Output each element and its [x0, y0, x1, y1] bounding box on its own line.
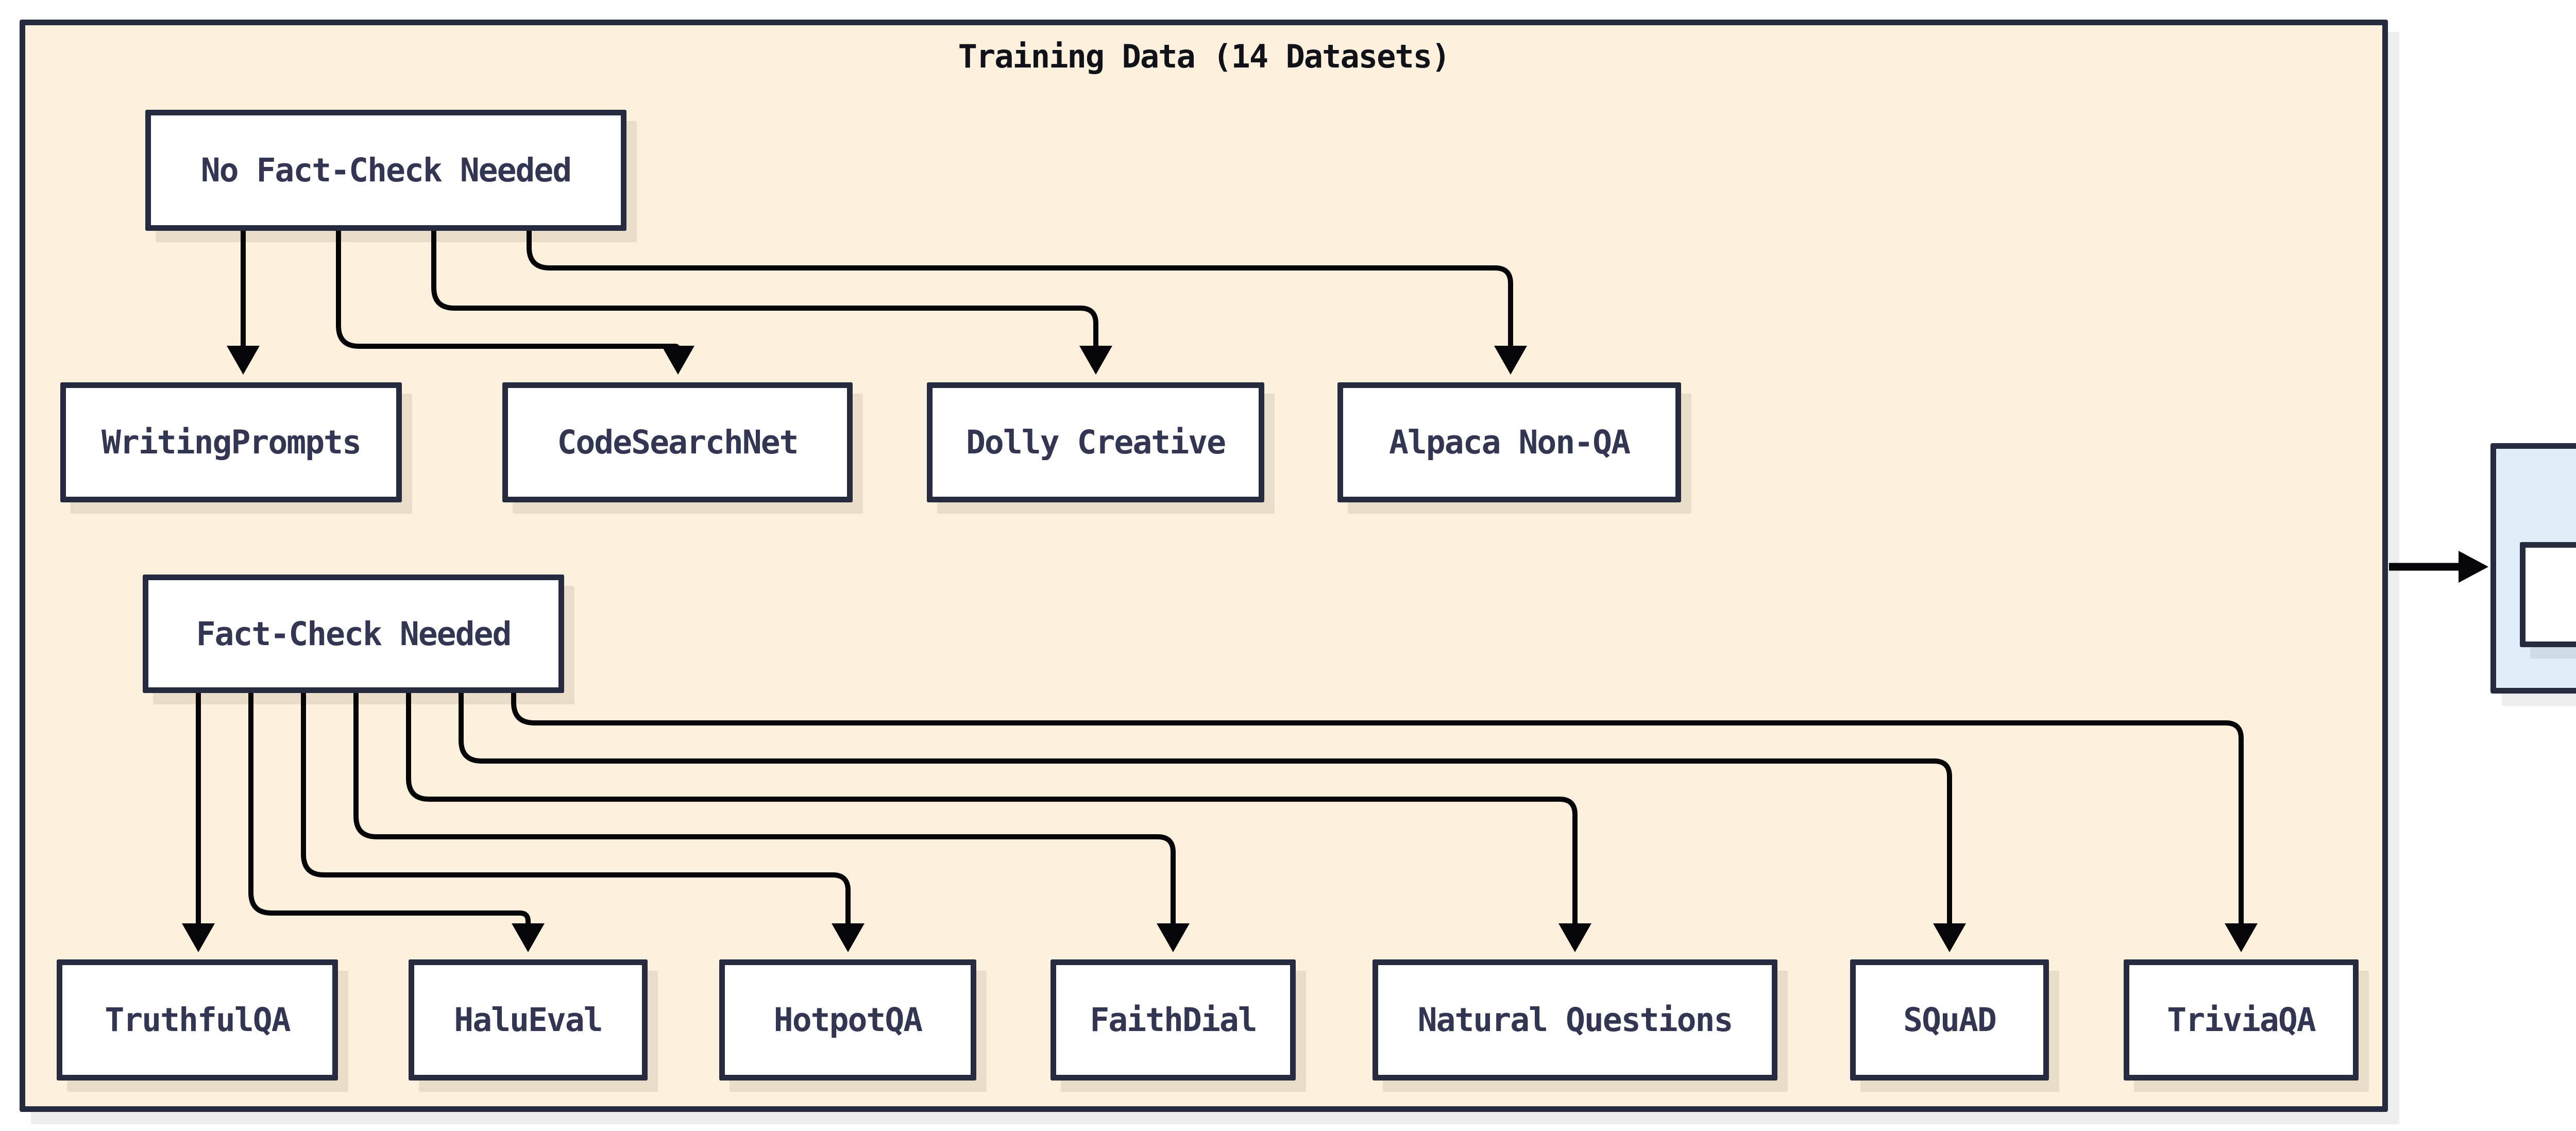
node-triviaqa: TriviaQA [2124, 959, 2359, 1081]
node-hotpotqa: HotpotQA [719, 959, 976, 1081]
node-squad: SQuAD [1850, 959, 2049, 1081]
node-fact-check: Fact-Check Needed [143, 575, 564, 693]
node-halueval: HaluEval [409, 959, 648, 1081]
node-no-fact-check: No Fact-Check Needed [145, 110, 626, 231]
node-writingprompts: WritingPrompts [60, 382, 402, 502]
node-natural-questions: Natural Questions [1372, 959, 1777, 1081]
node-alpaca-non-qa: Alpaca Non-QA [1337, 382, 1681, 502]
connector-no-fact-check-dolly-creative [431, 231, 1112, 375]
cluster-title-training-data: Training Data (14 Datasets) [958, 38, 1451, 75]
connector-fact-check-triviaqa [511, 693, 2258, 952]
connector-no-fact-check-writingprompts [227, 231, 260, 375]
connector-no-fact-check-alpaca-non-qa [527, 231, 1527, 375]
connector-training-sentinel [2389, 551, 2488, 583]
connector-fact-check-hotpotqa [301, 693, 865, 952]
connector-no-fact-check-codesearchnet [336, 231, 694, 375]
node-faithdial: FaithDial [1050, 959, 1296, 1081]
connector-fact-check-halueval [248, 693, 545, 952]
connector-fact-check-truthfulqa [182, 693, 215, 952]
connector-fact-check-squad [459, 693, 1966, 952]
node-codesearchnet: CodeSearchNet [502, 382, 853, 502]
node-dolly-creative: Dolly Creative [927, 382, 1264, 502]
node-modernbert-base: ModernBERT Base [2520, 542, 2576, 647]
node-truthfulqa: TruthfulQA [57, 959, 338, 1081]
connector-fact-check-natural-questions [406, 693, 1591, 952]
connector-fact-check-faithdial [353, 693, 1190, 952]
